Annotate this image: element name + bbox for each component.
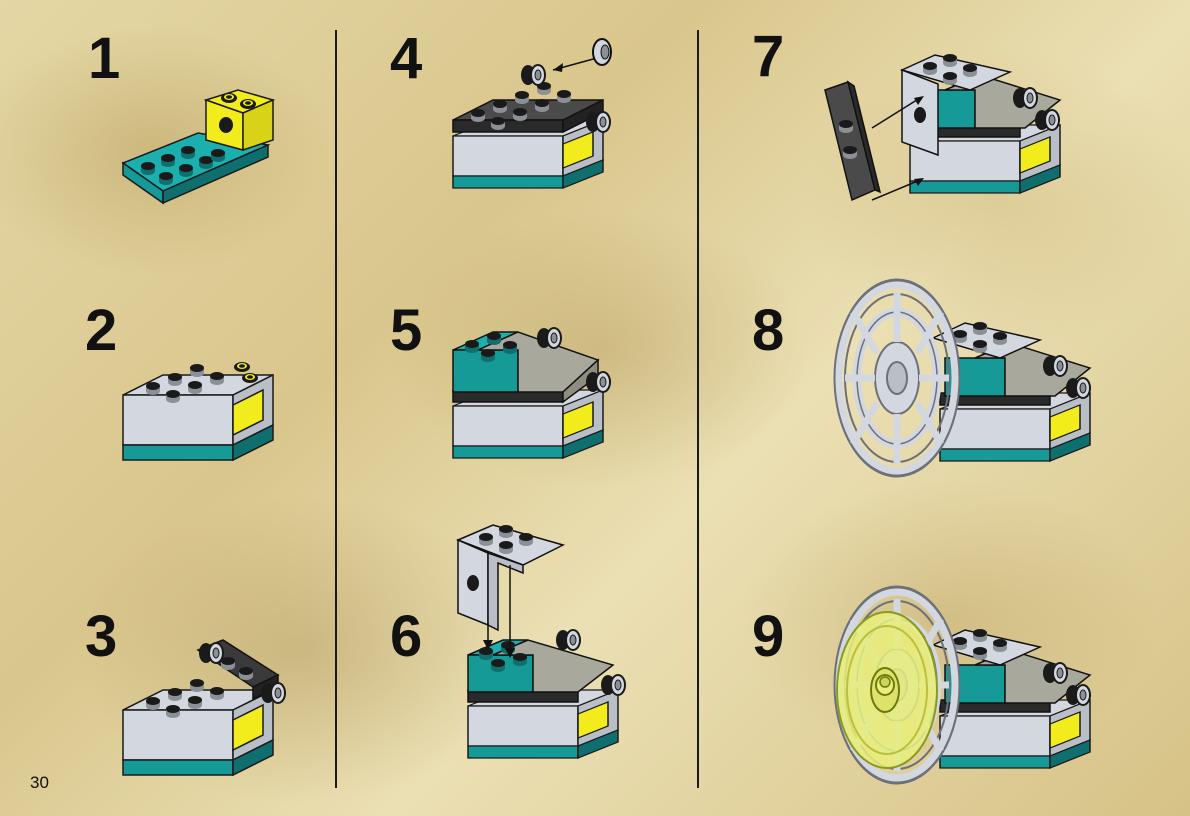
step-number-4: 4	[390, 30, 422, 88]
step-7-model	[820, 40, 1090, 215]
page-number: 30	[30, 773, 49, 793]
step-number-7: 7	[752, 28, 784, 86]
step-number-5: 5	[390, 302, 422, 360]
step-number-9: 9	[752, 608, 784, 666]
step-number-6: 6	[390, 608, 422, 666]
step-number-2: 2	[85, 302, 117, 360]
column-divider-right	[697, 30, 699, 788]
column-divider-left	[335, 30, 337, 788]
step-number-3: 3	[85, 608, 117, 666]
step-9-model	[825, 585, 1095, 790]
step-2-model	[118, 355, 278, 475]
step-8-model	[825, 278, 1095, 483]
step-number-1: 1	[88, 30, 120, 88]
step-3-model	[118, 635, 293, 785]
step-1-model	[118, 85, 283, 210]
step-4-model	[448, 30, 648, 210]
step-5-model	[448, 320, 648, 480]
step-6-model	[448, 505, 648, 785]
step-number-8: 8	[752, 302, 784, 360]
